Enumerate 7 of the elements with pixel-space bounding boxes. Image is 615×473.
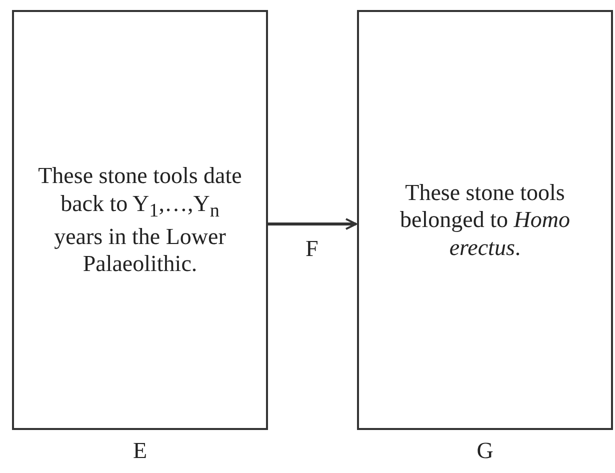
box-text: These stone tools date back to Y$_{1}$,…,Y$_{n}$ years in the Lower Palaeolithic. [37, 162, 243, 278]
box-text: These stone tools belonged to Homo erectus. [399, 178, 571, 262]
arrow [268, 218, 357, 230]
text-box [357, 10, 613, 430]
box-caption: E [132, 438, 148, 464]
box-caption: G [476, 438, 494, 464]
text-box [12, 10, 268, 430]
